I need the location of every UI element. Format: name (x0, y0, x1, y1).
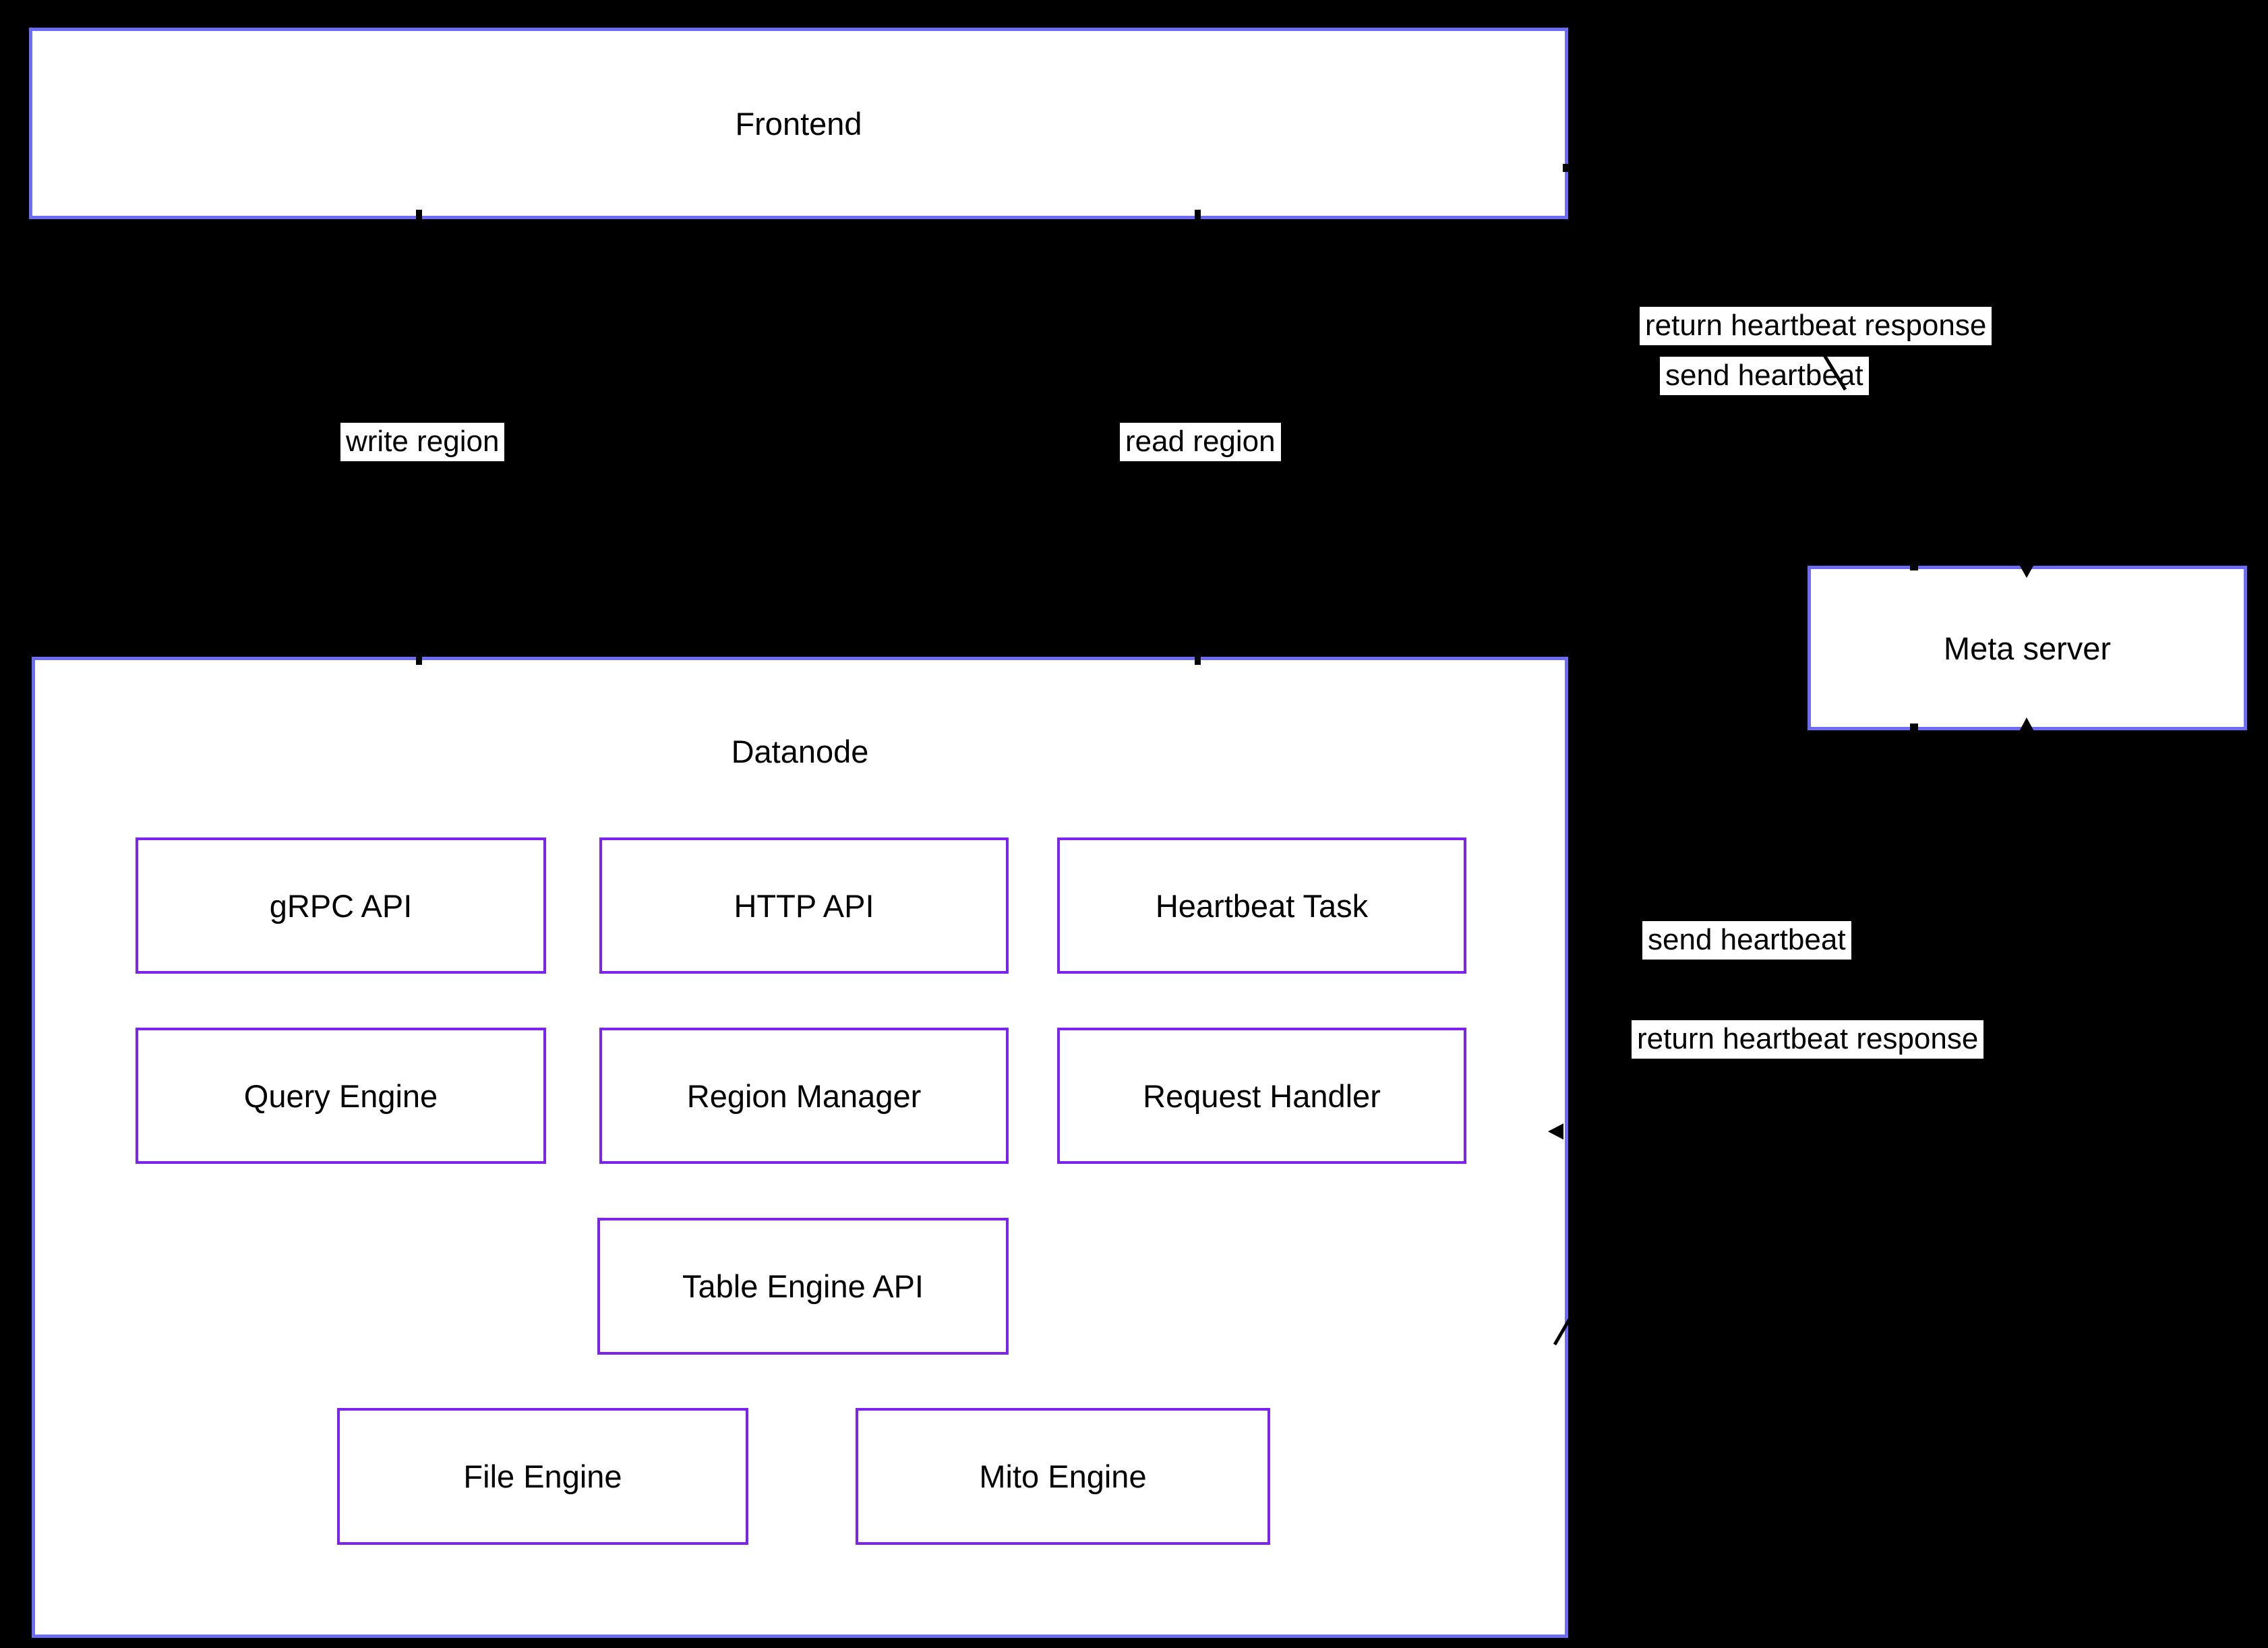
edge-label-return-heartbeat-datanode: return heartbeat response (1632, 1020, 1984, 1059)
node-heartbeat-task: Heartbeat Task (1057, 837, 1466, 974)
node-table-engine-api-label: Table Engine API (682, 1268, 924, 1304)
edge-label-send-heartbeat-frontend: send heartbeat (1660, 357, 1869, 395)
node-mito-engine-label: Mito Engine (979, 1459, 1147, 1494)
node-frontend-label: Frontend (735, 105, 862, 142)
edge-label-read-region: read region (1120, 423, 1281, 461)
node-table-engine-api: Table Engine API (597, 1218, 1009, 1355)
node-file-engine: File Engine (337, 1408, 748, 1545)
node-frontend: Frontend (29, 28, 1568, 219)
node-query-engine: Query Engine (136, 1028, 546, 1164)
node-meta-server: Meta server (1808, 566, 2247, 730)
node-meta-server-label: Meta server (1943, 630, 2112, 666)
node-datanode-label: Datanode (731, 734, 869, 769)
edge-label-send-heartbeat-datanode: send heartbeat (1642, 921, 1851, 960)
node-http-api-label: HTTP API (734, 887, 874, 924)
node-mito-engine: Mito Engine (856, 1408, 1270, 1545)
node-http-api: HTTP API (599, 837, 1009, 974)
node-request-handler-label: Request Handler (1143, 1078, 1381, 1114)
node-region-manager-label: Region Manager (686, 1078, 922, 1114)
node-grpc-api-label: gRPC API (269, 887, 413, 924)
edge-label-write-region: write region (340, 423, 505, 461)
node-query-engine-label: Query Engine (243, 1078, 438, 1114)
node-region-manager: Region Manager (599, 1028, 1009, 1164)
node-file-engine-label: File Engine (463, 1459, 622, 1494)
edge-label-return-heartbeat-frontend: return heartbeat response (1640, 307, 1992, 345)
node-grpc-api: gRPC API (136, 837, 546, 974)
node-heartbeat-task-label: Heartbeat Task (1155, 887, 1369, 924)
node-request-handler: Request Handler (1057, 1028, 1466, 1164)
